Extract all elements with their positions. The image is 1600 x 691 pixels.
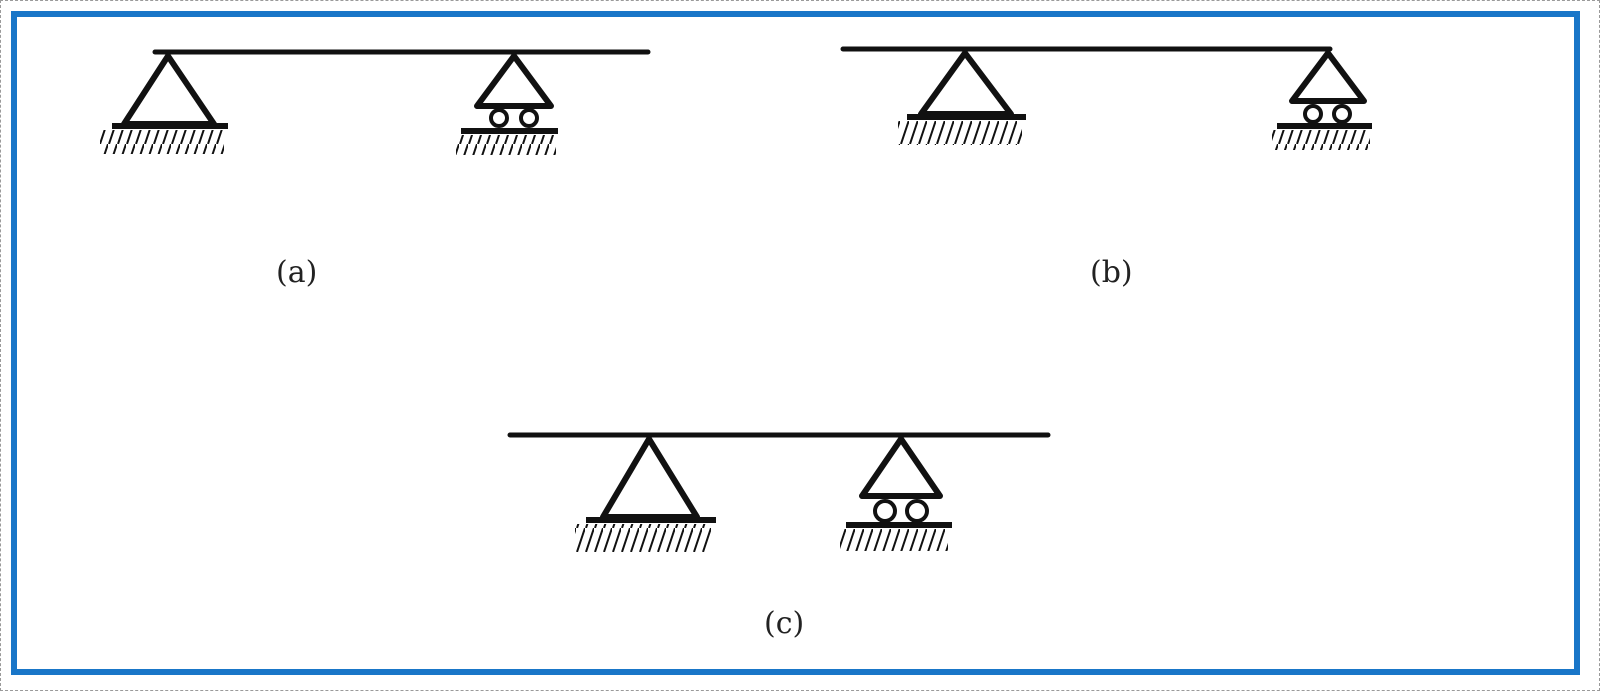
roller-support-b (1272, 50, 1372, 150)
diagram-a (100, 49, 651, 155)
roller-support-a (456, 53, 558, 155)
caption-a: (a) (276, 255, 318, 290)
pin-support-a (100, 53, 228, 154)
caption-c: (c) (764, 606, 805, 641)
roller-support-c (840, 436, 952, 551)
pin-support-b (898, 50, 1026, 145)
diagram-b (840, 46, 1372, 150)
diagram-c (507, 432, 1051, 552)
caption-b: (b) (1090, 255, 1133, 290)
pin-support-c (575, 436, 716, 552)
